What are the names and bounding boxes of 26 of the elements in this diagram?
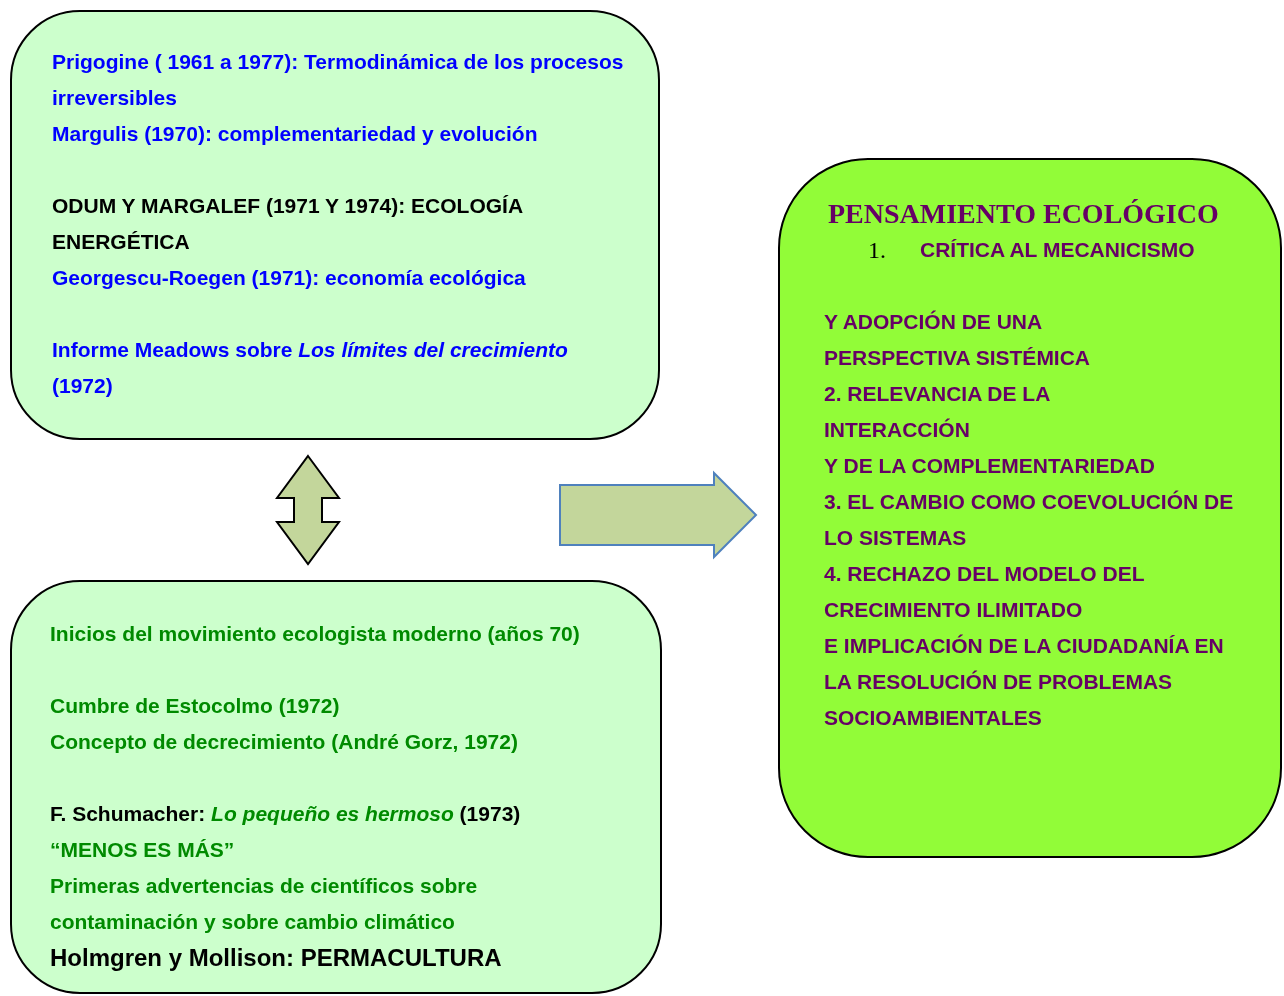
- text-line: Concepto de decrecimiento (André Gorz, 1972): [50, 729, 519, 755]
- text-line: Margulis (1970): complementariedad y evolución: [52, 121, 539, 147]
- text-line: Georgescu-Roegen (1971): economía ecológica: [52, 265, 527, 291]
- text-line: 3. EL CAMBIO COMO COEVOLUCIÓN DE LO SISTEMAS: [824, 489, 1235, 551]
- text-line: 2. RELEVANCIA DE LA INTERACCIÓN: [824, 381, 1051, 443]
- text-line: Holmgren y Mollison: PERMACULTURA: [50, 943, 503, 973]
- list-number: 1.: [868, 236, 886, 265]
- text-line: Primeras advertencias de científicos sobre contaminación y sobre cambio climático: [50, 873, 479, 935]
- text-line: E IMPLICACIÓN DE LA CIUDADANÍA EN LA RESOLUCIÓN DE PROBLEMAS SOCIOAMBIENTALES: [824, 633, 1224, 731]
- title-text: PENSAMIENTO ECOLÓGICO: [828, 197, 1219, 231]
- text-line: Informe Meadows sobre Los límites del crecimiento (1972): [52, 337, 569, 399]
- text-line: ODUM Y MARGALEF (1971 Y 1974): ECOLOGÍA ENERGÉTICA: [52, 193, 524, 255]
- text-line: Y ADOPCIÓN DE UNA PERSPECTIVA SISTÉMICA: [824, 309, 1092, 371]
- block-arrow: [559, 470, 758, 560]
- info-box: [10, 580, 662, 994]
- text-line: CRÍTICA AL MECANICISMO: [920, 237, 1196, 263]
- text-line: Cumbre de Estocolmo (1972): [50, 693, 341, 719]
- text-line: 4. RECHAZO DEL MODELO DEL CRECIMIENTO ILIMITADO: [824, 561, 1146, 623]
- summary-box: [778, 158, 1282, 858]
- block-arrow: [275, 454, 341, 566]
- text-line: Prigogine ( 1961 a 1977): Termodinámica de los procesos irreversibles: [52, 49, 625, 111]
- text-line: Inicios del movimiento ecologista moderno (años 70): [50, 621, 581, 647]
- info-box: [10, 10, 660, 440]
- text-line: F. Schumacher: Lo pequeño es hermoso (1973): [50, 801, 522, 827]
- text-line: Y DE LA COMPLEMENTARIEDAD: [824, 453, 1156, 479]
- text-line: “MENOS ES MÁS”: [50, 837, 236, 863]
